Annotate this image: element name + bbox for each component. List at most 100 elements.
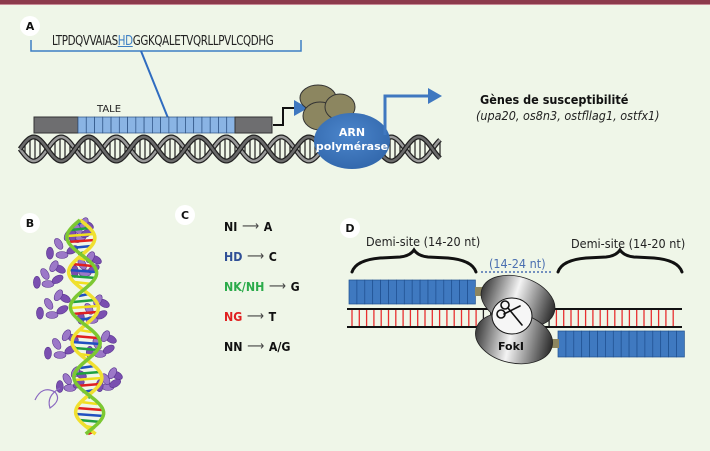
talen-repeat-unit [396,279,405,305]
protein-helix [49,260,59,273]
arrow-right-icon: ⟶ [268,279,287,294]
left-demi-site-brace [350,247,478,274]
protein-helix [41,280,55,288]
dna-base [70,304,99,310]
protein-helix [40,268,50,280]
protein-helix [61,329,71,342]
tale-repeat-unit [118,116,128,134]
right-demi-site-label: Demi-site (14-20 nt) [571,236,686,251]
tale-repeat-unit [94,116,104,134]
rvd-rule-hd: HD ⟶ C [224,249,277,264]
target-base: G [290,279,300,294]
tale-repeat-unit [85,116,95,134]
sequence-bracket [30,40,302,52]
arrow-right-icon: ⟶ [246,309,265,324]
dna-base [71,262,93,268]
protein-helix [53,289,63,302]
left-demi-site-label: Demi-site (14-20 nt) [366,234,481,249]
panel-b-badge: B [20,213,40,233]
arrow-right-icon: ⟶ [247,339,265,354]
talen-repeat-unit [427,279,437,305]
dna-base [73,376,102,382]
tale-repeat-unit [102,116,112,134]
protein-helix [36,306,44,320]
rvd-code: HD [224,249,243,264]
dna-base [71,310,98,316]
tale-repeat-unit [160,116,170,134]
dna-base [79,364,95,370]
transcription-arrow [383,88,442,135]
talen-repeat-unit [636,330,646,358]
arrow-right-icon: ⟶ [247,249,265,264]
dna-base [72,298,96,304]
tale-repeat-unit [110,116,120,134]
dna-base [74,334,98,340]
talen-repeat-unit [348,279,358,305]
talen-repeat-unit [573,330,583,358]
talen-repeat-unit [467,279,476,305]
rvd-rule-nn: NN ⟶ A/G [224,339,290,354]
dna-base [68,268,97,274]
tale-repeat-unit [152,116,161,134]
target-base: T [268,309,277,324]
protein-helix [33,276,41,289]
tale-label: TALE [96,104,121,115]
protein-helix [107,367,118,379]
protein-helix [55,251,69,259]
tale-repeat-unit [218,116,228,134]
dna-backbone-green [65,218,106,436]
promoter-arrow [273,100,308,126]
talen-repeat-unit [565,330,575,358]
rvd-code: NN [224,339,243,354]
protein-helix [100,330,110,343]
talen-repeat-unit [605,330,614,358]
rvd-code: NG [224,309,243,324]
protein-helix [109,378,121,388]
rvd-code: NK/NH [224,279,265,294]
sequence-suffix: GGKQALETVQRLLPVLCQDHG [132,34,274,49]
right-talen-repeats [557,330,685,358]
dna-base [76,406,103,412]
talen-repeat-unit [612,330,622,358]
rvd-rule-ng: NG ⟶ T [224,309,276,324]
tale-repeat-unit [201,116,211,134]
tale-repeat-unit [135,116,145,134]
dna-base [72,340,101,346]
tale-repeat-unit [209,116,219,134]
target-base: A [263,219,273,234]
talen-repeat-unit [364,279,374,305]
talen-repeat-unit [459,279,468,305]
protein-helix [53,351,67,359]
rna-polymerase-complex [299,84,390,169]
dna-base [75,370,101,376]
talen-repeat-unit [411,279,421,305]
protein-helix [45,311,59,319]
tale-repeat-sequence: LTPDQVVAIASHDGGKQALETVQRLLPVLCQDHG [52,34,274,49]
talen-repeat-unit [388,279,397,305]
talen-repeat-unit [451,279,460,305]
dna-base [69,274,97,280]
dna-base [67,232,95,238]
dna-base [73,346,99,352]
tale-repeat-unit [77,116,87,134]
tale-repeat-unit [193,116,203,134]
panel-a-badge: A [20,16,40,36]
header-bar [0,0,710,4]
left-talen-repeats [348,279,476,305]
protein-helix [54,238,64,250]
dna-base [75,412,104,418]
talen-repeat-unit [419,279,429,305]
talen-repeat-unit [435,279,445,305]
tale-protein-bar [33,116,273,134]
talen-repeat-unit [557,330,567,358]
polymerase-label-line2: polymérase [316,140,388,153]
panel-d-badge: D [340,218,360,238]
protein-helix [51,274,64,284]
right-linker [549,339,559,348]
talen-repeat-unit [676,330,685,358]
arrow-right-icon: ⟶ [241,219,260,234]
protein-helix [44,298,54,310]
talen-repeat-unit [652,330,662,358]
dna-base [80,400,98,406]
